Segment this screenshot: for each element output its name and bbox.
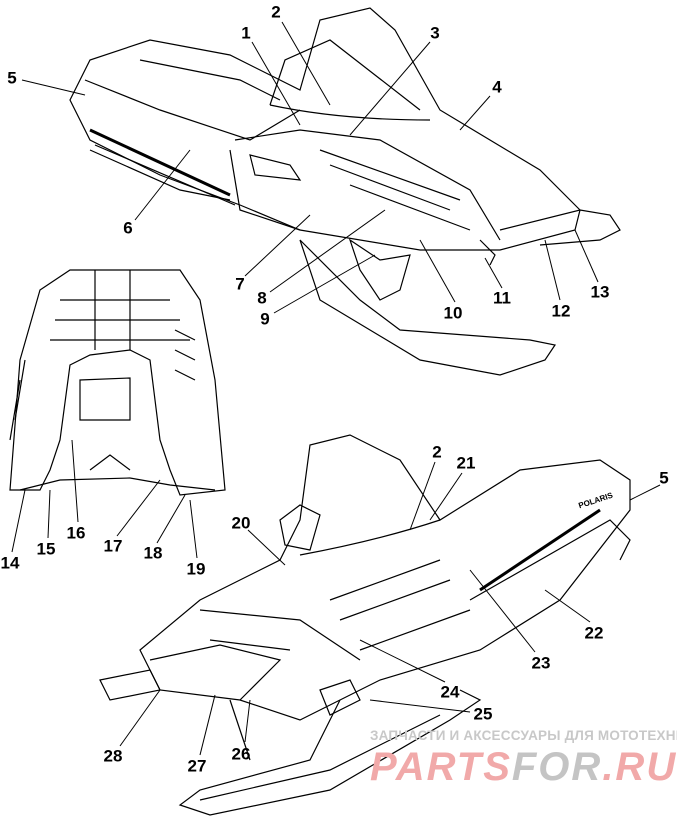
- callout-8: 8: [257, 288, 267, 308]
- watermark-logo: PARTSFOR.RU: [370, 747, 677, 787]
- callout-3: 3: [430, 23, 440, 43]
- callout-26: 26: [231, 744, 251, 764]
- callout-2-lower: 2: [432, 442, 442, 462]
- watermark-brand-c: .RU: [602, 745, 677, 789]
- callout-15: 15: [36, 539, 56, 559]
- callout-9: 9: [260, 309, 270, 329]
- callout-23: 23: [531, 653, 551, 673]
- snowmobile-bottom-view-left: [99, 434, 631, 816]
- watermark-tagline: ЗАПЧАСТИ И АКСЕССУАРЫ ДЛЯ МОТОТЕХНИКИ: [370, 728, 677, 743]
- callout-19: 19: [186, 559, 206, 579]
- callout-6: 6: [123, 218, 133, 238]
- callout-28: 28: [103, 746, 123, 766]
- callout-25: 25: [473, 704, 493, 724]
- leader-lines: [11, 21, 661, 756]
- callout-17: 17: [103, 536, 123, 556]
- watermark-brand-a: PARTS: [370, 745, 512, 789]
- callout-21: 21: [456, 453, 476, 473]
- callout-14: 14: [0, 553, 20, 573]
- callout-16: 16: [66, 523, 86, 543]
- callout-20: 20: [231, 513, 251, 533]
- callout-2: 2: [271, 2, 281, 22]
- callout-13: 13: [590, 282, 610, 302]
- callout-24: 24: [440, 682, 460, 702]
- hood-top-view: [9, 269, 226, 496]
- callout-18: 18: [143, 543, 163, 563]
- callout-1: 1: [241, 23, 251, 43]
- callout-5-lower: 5: [659, 468, 669, 488]
- callout-10: 10: [443, 303, 463, 323]
- snowmobile-top-view-right: [69, 7, 621, 376]
- callout-4: 4: [492, 77, 502, 97]
- callout-5: 5: [7, 68, 17, 88]
- watermark-brand-b: FOR: [511, 745, 603, 789]
- callout-7: 7: [235, 274, 245, 294]
- callout-27: 27: [187, 756, 207, 776]
- callout-12: 12: [551, 301, 571, 321]
- callout-11: 11: [493, 288, 511, 308]
- callout-22: 22: [584, 623, 604, 643]
